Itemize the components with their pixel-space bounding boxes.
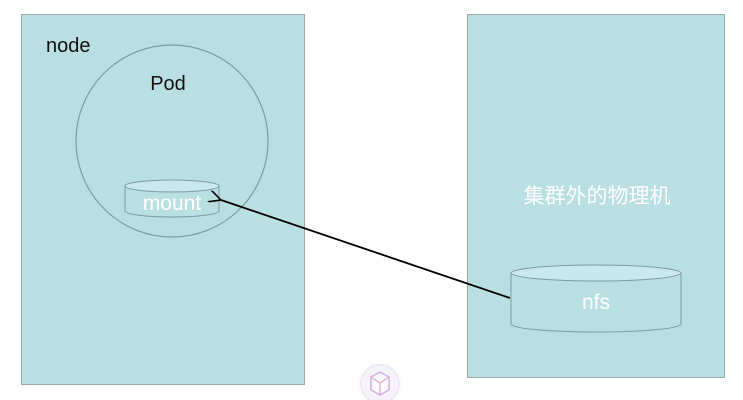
cube-logo-icon <box>358 362 402 400</box>
nfs-cylinder: nfs <box>510 264 682 333</box>
node-label: node <box>46 35 91 57</box>
pod-circle: Pod <box>75 44 269 238</box>
mount-cylinder: mount <box>124 179 220 218</box>
nfs-label: nfs <box>582 291 610 314</box>
pod-label: Pod <box>150 73 186 95</box>
mount-label: mount <box>143 192 202 215</box>
nfs-to-mount-arrow <box>221 200 511 299</box>
external-host-label: 集群外的物理机 <box>524 185 671 208</box>
